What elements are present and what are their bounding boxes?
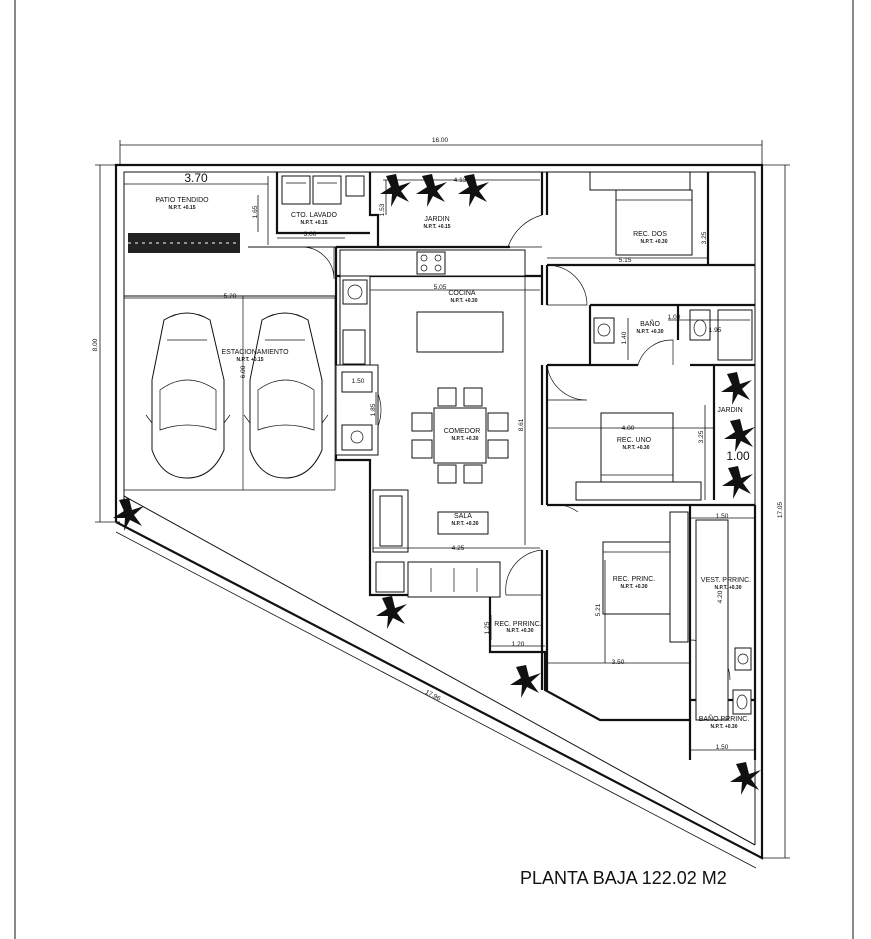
dim-rec-uno-depth: 3.25 bbox=[698, 430, 705, 443]
dim-cocina-width: 5.05 bbox=[434, 284, 447, 291]
dim-left-total: 8.00 bbox=[92, 338, 99, 351]
house-walls bbox=[334, 172, 757, 760]
dim-patio-depth: 1.65 bbox=[252, 205, 259, 218]
label-rec-uno: REC. UNO bbox=[617, 437, 652, 444]
level-jardin-top: N.P.T. +0.15 bbox=[423, 224, 450, 230]
level-comedor: N.P.T. +0.30 bbox=[451, 436, 478, 442]
trees bbox=[113, 174, 761, 795]
dim-top-total: 16.00 bbox=[432, 137, 449, 144]
label-bano: BAÑO bbox=[640, 319, 660, 328]
label-cocina: COCINA bbox=[448, 290, 476, 297]
label-comedor: COMEDOR bbox=[444, 428, 481, 435]
dim-bano-depth: 1.40 bbox=[621, 331, 628, 344]
dining-table bbox=[411, 387, 509, 484]
label-rec-dos: REC. DOS bbox=[633, 231, 667, 238]
utility-closet bbox=[335, 364, 379, 456]
dim-rec-uno-width: 4.00 bbox=[622, 425, 635, 432]
level-rec-dos: N.P.T. +0.30 bbox=[640, 239, 667, 245]
level-rec-prrinc: N.P.T. +0.30 bbox=[506, 628, 533, 634]
dim-bano-princ-width: 1.50 bbox=[716, 744, 729, 751]
master-bedroom-furniture bbox=[547, 511, 755, 751]
dim-bano-width2: 1.95 bbox=[709, 327, 722, 334]
overall-dimensions bbox=[95, 140, 790, 869]
dim-vest-width: 1.50 bbox=[716, 513, 729, 520]
label-estacionamiento: ESTACIONAMIENTO bbox=[221, 349, 289, 356]
bedroom-one-furniture bbox=[547, 405, 714, 501]
car-2 bbox=[243, 312, 329, 479]
dim-prrinc-width: 1.20 bbox=[512, 641, 525, 648]
label-patio: PATIO TENDIDO bbox=[155, 197, 209, 204]
level-bano: N.P.T. +0.30 bbox=[636, 329, 663, 335]
dim-prrinc-depth: 1.25 bbox=[484, 621, 491, 634]
level-vest-princ: N.P.T. +0.30 bbox=[714, 585, 741, 591]
level-patio: N.P.T. +0.15 bbox=[168, 205, 195, 211]
dim-rec-dos-width: 5.15 bbox=[619, 257, 632, 264]
level-bano-princ: N.P.T. +0.30 bbox=[710, 724, 737, 730]
label-bano-princ: BAÑO PRRINC. bbox=[699, 714, 750, 723]
dim-rec-princ-depth: 5.21 bbox=[595, 603, 602, 616]
label-vest-princ: VEST. PRRINC. bbox=[701, 577, 751, 584]
dim-jardin-width: 4.13 bbox=[454, 177, 467, 184]
level-rec-uno: N.P.T. +0.30 bbox=[622, 445, 649, 451]
label-rec-princ: REC. PRINC. bbox=[613, 576, 655, 583]
garden-top bbox=[336, 172, 540, 249]
level-estacionamiento: N.P.T. +0.15 bbox=[236, 357, 263, 363]
parking-area bbox=[123, 295, 336, 491]
plan-title: PLANTA BAJA 122.02 M2 bbox=[520, 868, 727, 888]
dim-stair-width: 1.50 bbox=[352, 378, 365, 385]
hedge-plants bbox=[128, 233, 240, 253]
label-jardin-side: JARDIN bbox=[717, 407, 742, 414]
dim-jardin-lado: 1.00 bbox=[726, 449, 750, 463]
label-jardin-top: JARDIN bbox=[424, 216, 449, 223]
living-furniture bbox=[372, 489, 540, 598]
dim-bano-width: 1.00 bbox=[668, 314, 681, 321]
bedroom-two-furniture bbox=[547, 171, 709, 259]
dim-sala-width: 4.25 bbox=[452, 545, 465, 552]
dim-right-total: 17.05 bbox=[777, 501, 784, 518]
level-rec-princ: N.P.T. +0.30 bbox=[620, 584, 647, 590]
dim-living-depth: 8.61 bbox=[518, 418, 525, 431]
dim-rec-dos-depth: 3.25 bbox=[701, 231, 708, 244]
dim-jardin-depth: 1.53 bbox=[379, 203, 386, 216]
dim-estac-depth: 6.00 bbox=[240, 365, 247, 378]
dim-rec-princ-width: 3.50 bbox=[612, 659, 625, 666]
level-cocina: N.P.T. +0.30 bbox=[450, 298, 477, 304]
dim-patio-width: 3.70 bbox=[184, 171, 208, 185]
bathroom-fixtures bbox=[593, 309, 753, 361]
dim-lavado-width: 3.00 bbox=[304, 231, 317, 238]
dim-stair-depth: 1.85 bbox=[370, 403, 377, 416]
label-lavado: CTO. LAVADO bbox=[291, 212, 337, 219]
laundry-room bbox=[248, 172, 370, 280]
car-1 bbox=[145, 312, 231, 479]
patio-dimension bbox=[124, 176, 269, 245]
label-rec-prrinc: REC. PRRINC. bbox=[494, 621, 542, 628]
level-lavado: N.P.T. +0.15 bbox=[300, 220, 327, 226]
kitchen-counters bbox=[339, 249, 540, 545]
entry-porch bbox=[490, 615, 545, 647]
dim-vest-depth: 4.20 bbox=[717, 590, 724, 603]
label-sala: SALA bbox=[454, 513, 472, 520]
level-sala: N.P.T. +0.30 bbox=[451, 521, 478, 527]
dim-estac-width: 5.20 bbox=[224, 293, 237, 300]
